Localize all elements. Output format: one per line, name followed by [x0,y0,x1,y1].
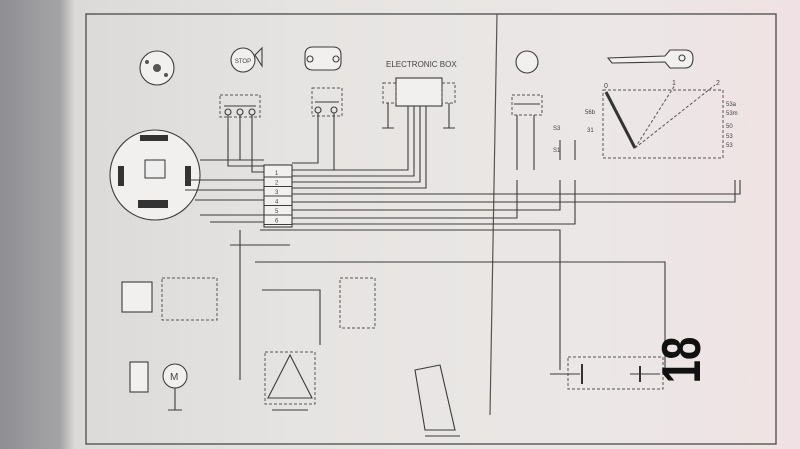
terminal-label: 50 [726,124,733,130]
svg-text:M: M [170,372,178,383]
key-icon [606,49,694,69]
electronic-box: ELECTRONIC BOX [382,60,457,129]
stator-icon [139,50,175,86]
terminal-label: 56b [585,110,596,116]
fuel-gauge-icon [515,50,539,74]
starter-motor: M [129,361,188,411]
electronic-box-label: ELECTRONIC BOX [386,60,457,69]
connector-pin-label: 6 [275,219,279,225]
stop-label: STOP [235,59,251,65]
position-2-label: 2 [716,80,720,87]
switch-blocks [219,87,543,118]
connector-pin-label: 5 [275,209,279,215]
wiring-harness [185,106,741,380]
fuse-label: S1 [553,148,561,154]
position-0-label: 0 [604,83,608,90]
terminal-label: 31 [587,128,594,134]
voltage-regulator [121,277,218,321]
terminal-label: 53 [726,143,733,149]
relay-icon [304,46,342,71]
stop-lamp-icon: STOP [230,46,263,73]
terminal-label: 53m [726,111,738,117]
connector-block: 1 2 3 4 5 6 [263,164,293,228]
rectifier-unit [264,351,316,411]
connector-pin-label: 4 [275,200,279,206]
page-number: 18 [652,337,713,384]
fuse-label: S3 [553,126,561,132]
brake-switch [339,277,376,329]
connector-pin-label: 3 [275,190,279,196]
terminal-label: 53 [726,134,733,140]
battery [550,356,664,390]
flywheel-magneto [109,129,201,221]
section-divider [489,13,498,416]
ignition-switch: 0 1 2 53a 53m 50 53 53 56b 31 S1 S3 [553,80,738,159]
wiring-diagram: STOP ELECTRONIC BOX 0 1 2 53a 53m 50 53 [85,13,777,445]
position-1-label: 1 [672,80,676,87]
connector-pin-label: 1 [275,171,279,177]
connector-pin-label: 2 [275,181,279,187]
terminal-label: 53a [726,102,737,108]
brake-lever [414,364,460,437]
diagram-frame [85,13,777,445]
